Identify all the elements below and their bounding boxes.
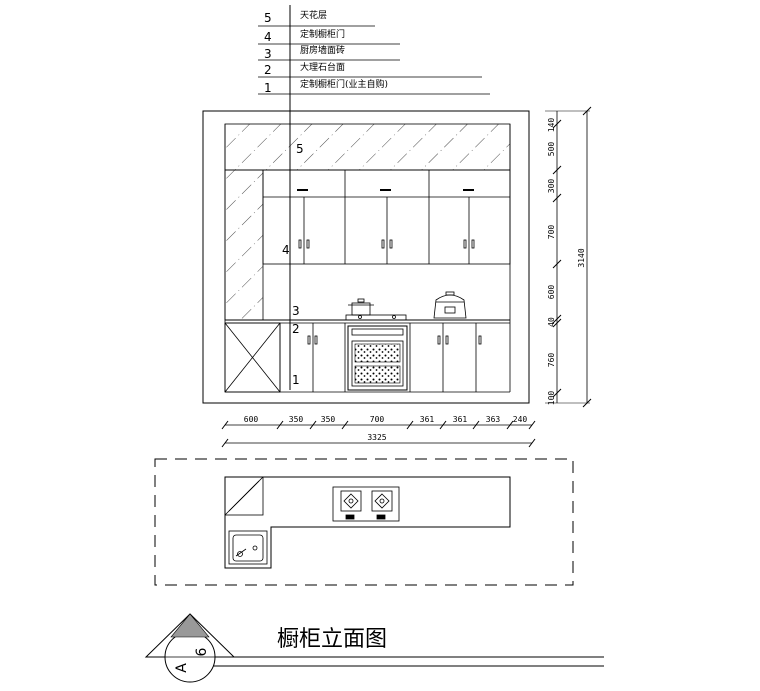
dim-v-5: 600 — [547, 285, 556, 300]
legend-num-3: 3 — [264, 47, 272, 61]
lower-cabinets — [224, 322, 510, 393]
hatched-wall-zone — [224, 123, 511, 171]
oven-icon — [347, 325, 408, 391]
legend-row-5: 5 天花层 — [258, 9, 375, 27]
legend-row-4: 4 定制橱柜门 — [258, 28, 400, 45]
dim-v-7: 760 — [547, 353, 556, 368]
legend-num-1: 1 — [264, 81, 272, 95]
legend-row-3: 3 厨房墙面砖 — [258, 44, 400, 61]
horizontal-dimensions: 600 350 350 700 361 361 363 240 3325 — [221, 415, 536, 448]
legend-text-1: 定制橱柜门(业主自购) — [300, 78, 388, 90]
upper-cabinets — [262, 169, 511, 265]
dim-h-total: 3325 — [367, 433, 386, 442]
rice-cooker-icon — [433, 291, 467, 319]
marker-4: 4 — [282, 243, 290, 257]
legend-row-2: 2 大理石台面 — [258, 61, 482, 78]
dim-h-6: 361 — [453, 415, 468, 424]
legend-num-4: 4 — [264, 30, 272, 44]
dim-h-3: 350 — [321, 415, 336, 424]
drawing-title: 橱柜立面图 — [277, 627, 387, 652]
material-legend: 5 天花层 4 定制橱柜门 3 厨房墙面砖 2 大理石台面 1 定制橱柜门(业主… — [258, 5, 490, 390]
marker-2: 2 — [292, 322, 300, 336]
elevation-view: 5 4 3 2 1 — [202, 110, 530, 404]
dim-v-6: 40 — [547, 317, 556, 327]
dim-v-total: 3140 — [577, 248, 586, 267]
dim-v-3: 300 — [547, 179, 556, 194]
dim-v-2: 500 — [547, 142, 556, 157]
symbol-number: 6 — [194, 647, 210, 656]
marker-3: 3 — [292, 304, 300, 318]
plan-view — [154, 458, 574, 586]
marker-5: 5 — [296, 142, 304, 156]
corner-cabinet-plan — [224, 476, 264, 516]
dim-v-8: 100 — [547, 391, 556, 406]
legend-text-3: 厨房墙面砖 — [300, 44, 345, 56]
symbol-letter: A — [174, 663, 190, 673]
dim-h-8: 240 — [513, 415, 528, 424]
dim-v-4: 700 — [547, 225, 556, 240]
dim-v-1: 140 — [547, 118, 556, 133]
pot-icon — [345, 298, 407, 321]
legend-row-1: 1 定制橱柜门(业主自购) — [258, 78, 490, 95]
legend-text-4: 定制橱柜门 — [300, 28, 345, 40]
cooktop-icon — [332, 486, 400, 522]
legend-num-5: 5 — [264, 11, 272, 25]
sink-icon — [228, 530, 268, 565]
legend-num-2: 2 — [264, 63, 272, 77]
legend-text-2: 大理石台面 — [300, 61, 345, 73]
marker-1: 1 — [292, 373, 300, 387]
vertical-dimensions: 140 500 300 700 600 40 760 100 3140 — [545, 106, 592, 408]
dim-h-1: 600 — [244, 415, 259, 424]
dim-h-2: 350 — [289, 415, 304, 424]
dim-h-5: 361 — [420, 415, 435, 424]
title-block: A 6 橱柜立面图 — [144, 613, 604, 683]
dim-h-7: 363 — [486, 415, 501, 424]
dim-h-4: 700 — [370, 415, 385, 424]
legend-text-5: 天花层 — [300, 9, 327, 21]
